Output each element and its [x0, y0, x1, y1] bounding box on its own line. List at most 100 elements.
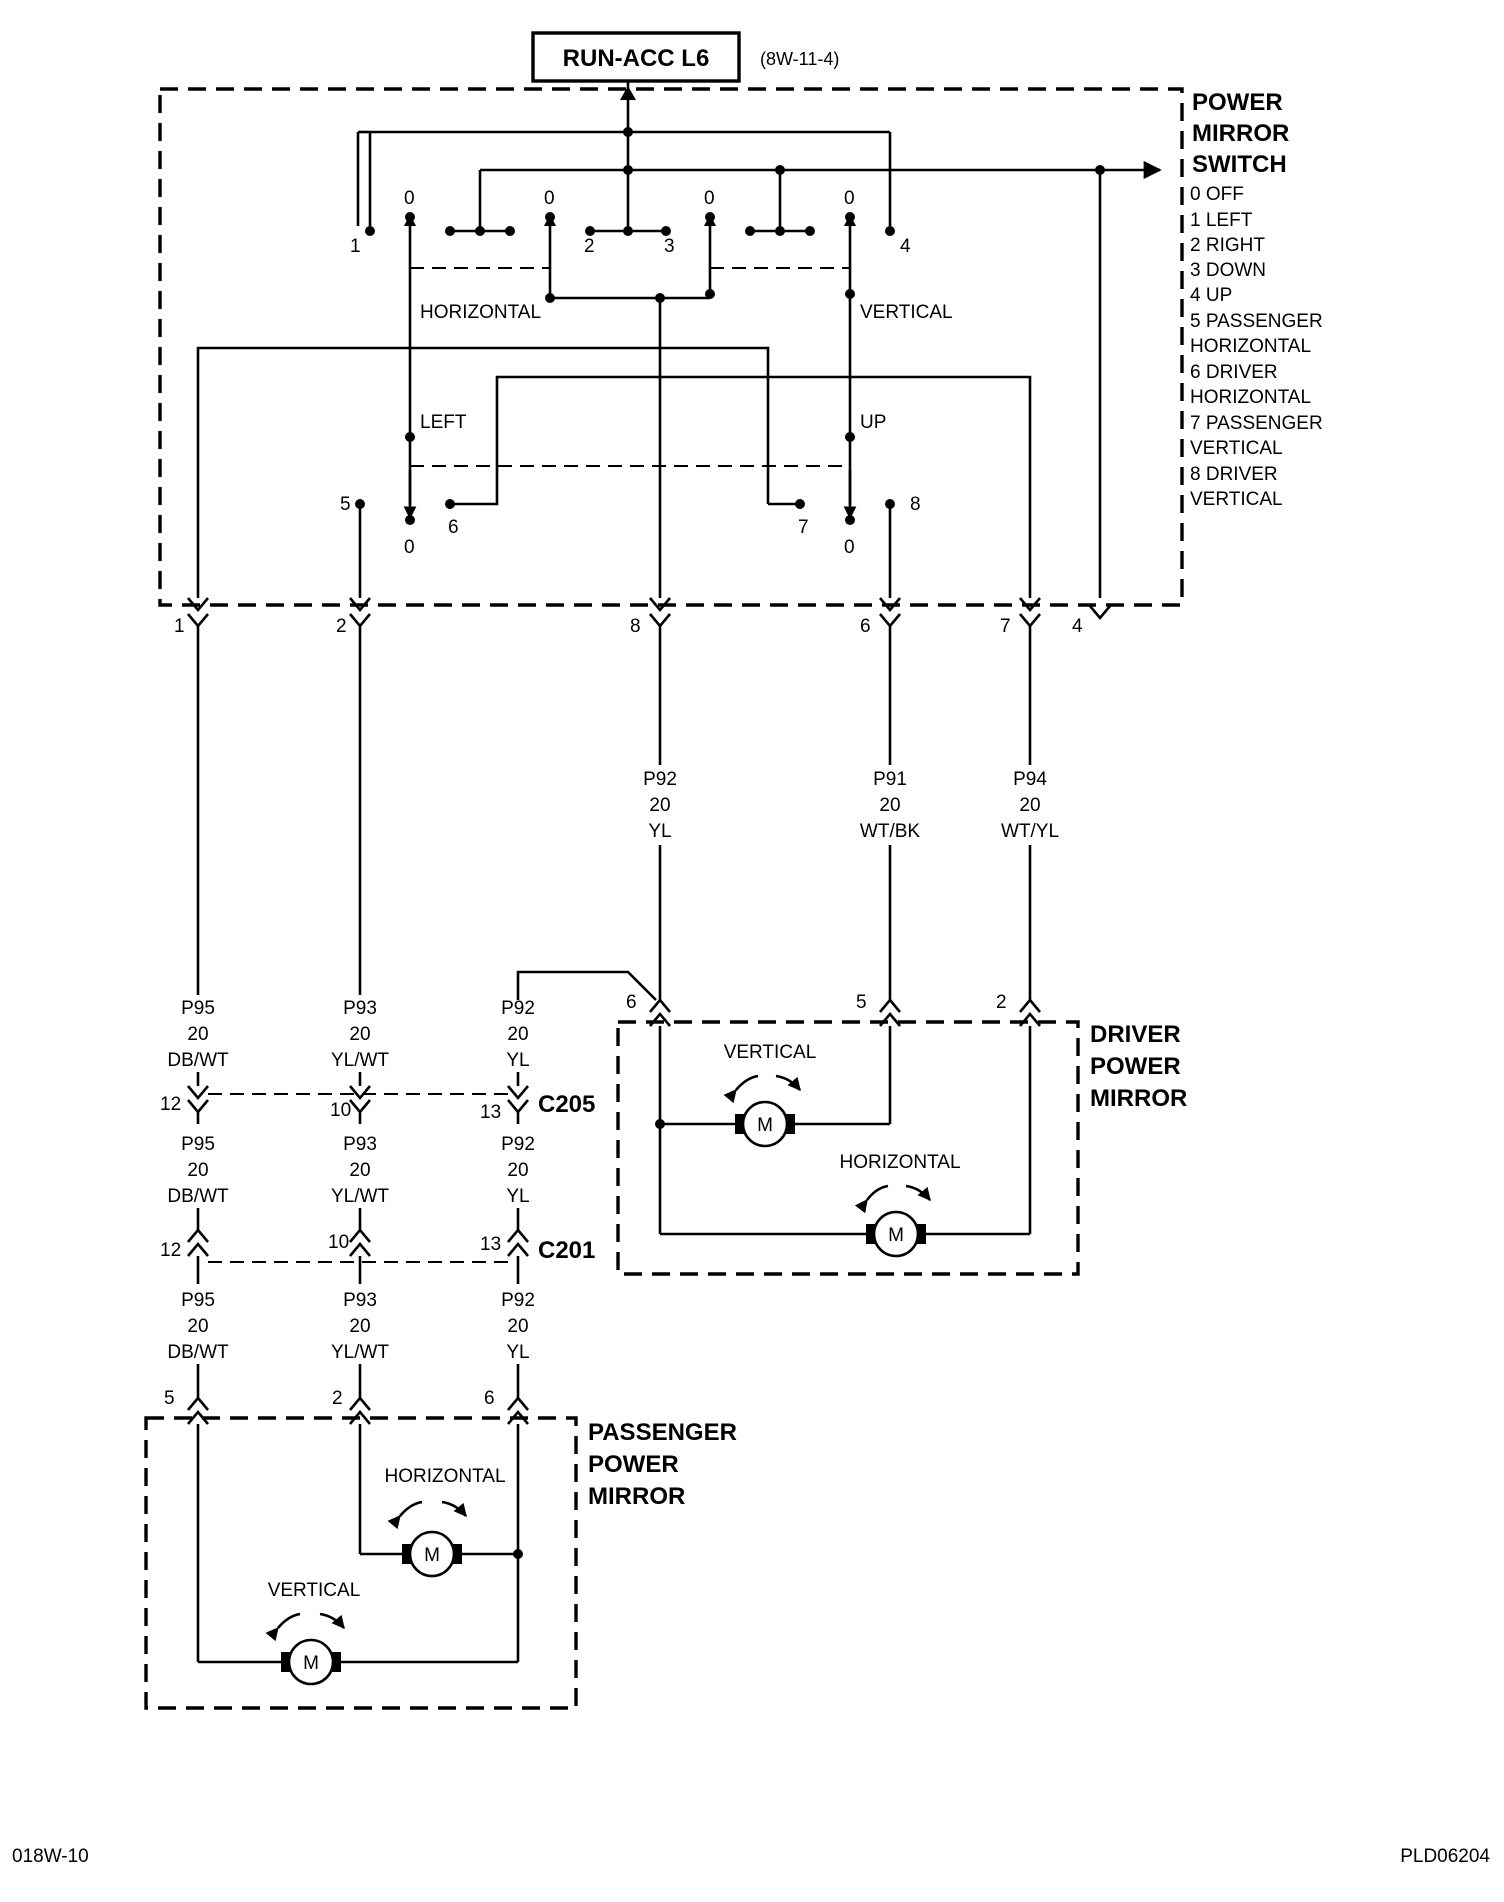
legend-item: 7 PASSENGER [1190, 413, 1323, 434]
wire-color: WT/BK [860, 821, 920, 842]
wire-color: YL [506, 1050, 529, 1071]
pin-label: 2 [336, 616, 347, 637]
wire-color: DB/WT [167, 1342, 229, 1363]
terminal-label: 6 [448, 517, 459, 538]
legend-item: HORIZONTAL [1190, 387, 1311, 408]
wire-code: P93 [343, 1134, 377, 1155]
footer-figure-code: PLD06204 [1400, 1846, 1490, 1867]
off-position-label: 0 [404, 188, 415, 209]
driver-mirror-pins [649, 997, 1041, 1027]
passenger-horizontal-label: HORIZONTAL [384, 1466, 505, 1487]
source-reference: (8W-11-4) [760, 49, 839, 69]
switch-title-line: SWITCH [1192, 151, 1287, 178]
wire-code: P92 [501, 1290, 535, 1311]
wire-code: P92 [643, 769, 677, 790]
motor-icon: M [888, 1225, 904, 1246]
wire-code: P93 [343, 998, 377, 1019]
driver-pin-label: 2 [996, 992, 1007, 1013]
driver-mirror-box [616, 1020, 1080, 1276]
driver-title-line: POWER [1090, 1053, 1181, 1080]
rotate-arrow-icon [854, 1184, 889, 1214]
driver-mirror-title: DRIVER POWER MIRROR [1090, 1021, 1187, 1112]
driver-mirror-wiring [655, 1026, 1032, 1236]
wire-gauge: 20 [507, 1024, 528, 1045]
wire-color: WT/YL [1001, 821, 1059, 842]
wire-label-p92-upper: P92 20 YL [643, 769, 677, 842]
rotate-arrow-icon [319, 1612, 345, 1629]
power-mirror-switch-box [158, 87, 1184, 607]
passenger-title-line: PASSENGER [588, 1419, 737, 1446]
switch-legend: 0 OFF 1 LEFT 2 RIGHT 3 DOWN 4 UP 5 PASSE… [1190, 184, 1323, 510]
wire-color: YL/WT [331, 1186, 389, 1207]
wire-code: P95 [181, 998, 215, 1019]
passenger-mirror-pins [187, 1364, 529, 1425]
passenger-title-line: MIRROR [588, 1483, 685, 1510]
passenger-mirror-wiring [196, 1424, 523, 1664]
up-label: UP [860, 412, 886, 433]
motor-icon: M [424, 1545, 440, 1566]
footer-page-code: 018W-10 [12, 1846, 89, 1867]
passenger-mirror-title: PASSENGER POWER MIRROR [588, 1419, 737, 1510]
wire-code: P95 [181, 1134, 215, 1155]
legend-item: 1 LEFT [1190, 210, 1253, 231]
passenger-pin-label: 5 [164, 1388, 175, 1409]
terminal-label: 4 [900, 236, 911, 257]
mid-wiring [196, 130, 1032, 598]
wire-code: P93 [343, 1290, 377, 1311]
wire-label-p92-c: P92 20 YL [501, 1290, 535, 1363]
c201-connector [187, 1208, 529, 1284]
off-position-label: 0 [404, 537, 415, 558]
wire-color: YL [506, 1186, 529, 1207]
off-position-label: 0 [844, 188, 855, 209]
passenger-pin-label: 6 [484, 1388, 495, 1409]
wire-code: P95 [181, 1290, 215, 1311]
switch-title-line: POWER [1192, 89, 1283, 116]
wire-color: YL [506, 1342, 529, 1363]
wire-gauge: 20 [187, 1316, 208, 1337]
motor-icon: M [757, 1115, 773, 1136]
wire-code: P94 [1013, 769, 1047, 790]
motor-icon: M [303, 1653, 319, 1674]
driver-horizontal-label: HORIZONTAL [839, 1152, 960, 1173]
wire-color: YL/WT [331, 1342, 389, 1363]
legend-item: HORIZONTAL [1190, 336, 1311, 357]
horizontal-label: HORIZONTAL [420, 302, 541, 323]
legend-item: VERTICAL [1190, 489, 1283, 510]
wire-gauge: 20 [1019, 795, 1040, 816]
legend-item: 6 DRIVER [1190, 362, 1278, 383]
legend-item: 2 RIGHT [1190, 235, 1265, 256]
driver-pin-label: 6 [626, 992, 637, 1013]
wire-gauge: 20 [507, 1316, 528, 1337]
driver-vertical-motor: M [735, 1100, 795, 1148]
passenger-pin-label: 2 [332, 1388, 343, 1409]
wire-label-p91: P91 20 WT/BK [860, 769, 920, 842]
rotate-arrow-icon [441, 1500, 467, 1517]
rotate-arrow-icon [265, 1612, 301, 1642]
connector-pin: 10 [328, 1232, 349, 1253]
harness-wires [196, 626, 1032, 1002]
switch-title-line: MIRROR [1192, 120, 1289, 147]
c205-connector [187, 1072, 529, 1124]
wire-label-p95-c: P95 20 DB/WT [167, 1290, 229, 1363]
source-label: RUN-ACC L6 [563, 45, 710, 72]
connector-pin: 10 [330, 1100, 351, 1121]
power-feed-wiring [368, 81, 1162, 598]
upper-wipers [404, 214, 856, 598]
off-position-label: 0 [704, 188, 715, 209]
wire-label-p92-a: P92 20 YL [501, 998, 535, 1071]
wire-label-p93-a: P93 20 YL/WT [331, 998, 389, 1071]
wire-gauge: 20 [187, 1024, 208, 1045]
rotate-arrow-icon [905, 1184, 931, 1201]
connector-pin: 12 [160, 1094, 181, 1115]
wire-label-p95-b: P95 20 DB/WT [167, 1134, 229, 1207]
wire-color: YL [648, 821, 671, 842]
c201-label: C201 [538, 1237, 595, 1264]
pin-label: 1 [174, 616, 185, 637]
switch-connector-pins [187, 597, 1111, 629]
switch-top-contacts [365, 212, 895, 236]
passenger-mirror-box [144, 1416, 578, 1710]
wire-label-p93-c: P93 20 YL/WT [331, 1290, 389, 1363]
connector-pin: 13 [480, 1234, 501, 1255]
rotate-arrow-icon [723, 1074, 759, 1104]
wire-color: DB/WT [167, 1186, 229, 1207]
